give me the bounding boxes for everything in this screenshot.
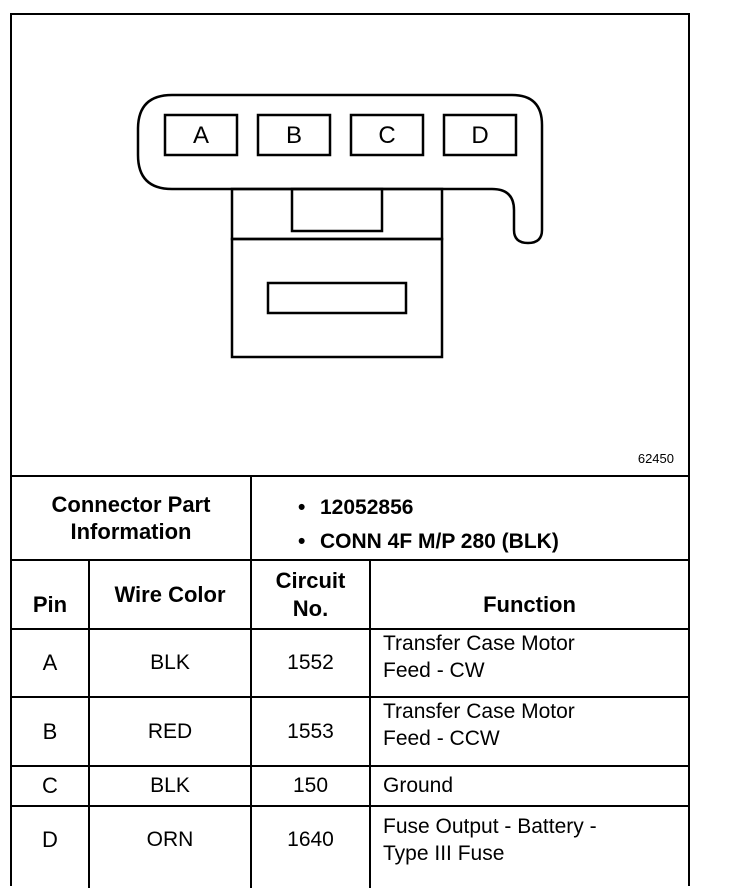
row-b-function: Transfer Case Motor Feed - CCW xyxy=(371,698,688,765)
header-circuit-line2: No. xyxy=(292,595,329,621)
row-a-pin: A xyxy=(42,650,58,675)
row-c-pin: C xyxy=(42,773,58,798)
rule-part-divider xyxy=(250,475,252,559)
row-a-circuit: 1552 xyxy=(287,651,334,674)
bullet-icon: • xyxy=(298,496,306,519)
row-c-wire-color: BLK xyxy=(150,774,190,797)
row-c-circuit: 150 xyxy=(292,774,329,797)
row-a-function-line1: Transfer Case Motor xyxy=(383,632,575,655)
connector-description: • CONN 4F M/P 280 (BLK) xyxy=(298,525,678,559)
row-b-pin: B xyxy=(42,718,58,744)
part-info-label-line1: Connector Part xyxy=(51,491,211,517)
connector-face-svg: A B C D xyxy=(136,93,544,359)
header-function: Function xyxy=(483,591,576,617)
rule-row-c xyxy=(12,805,688,807)
pin-cavity-a xyxy=(163,113,239,157)
row-b-circuit: 1553 xyxy=(287,719,334,743)
rule-col-color xyxy=(250,559,252,888)
part-info-label-line2: Information xyxy=(70,519,192,544)
row-d-circuit: 1640 xyxy=(287,828,334,851)
pin-cavity-c xyxy=(349,113,425,157)
rule-part-info xyxy=(12,559,688,561)
row-d-wire-color: ORN xyxy=(146,828,194,851)
header-wire-color: Wire Color xyxy=(114,581,226,607)
rule-top xyxy=(12,475,688,477)
row-d-function-line1: Fuse Output - Battery - xyxy=(383,815,597,838)
figure-number: 62450 xyxy=(637,451,674,466)
pin-cavities: A B C D xyxy=(163,113,518,157)
pin-cavity-label-a: A xyxy=(193,122,209,149)
row-b-function-line1: Transfer Case Motor xyxy=(383,700,575,723)
part-number-text: 12052856 xyxy=(320,496,414,519)
rule-row-b xyxy=(12,765,688,767)
rule-col-pin xyxy=(88,559,90,888)
header-pin: Pin xyxy=(32,591,68,617)
row-d-function: Fuse Output - Battery - Type III Fuse xyxy=(371,813,688,888)
part-info-list: • 12052856 • CONN 4F M/P 280 (BLK) xyxy=(298,491,678,559)
connector-drawing: A B C D 62450 xyxy=(12,15,688,477)
header-circuit-line1: Circuit xyxy=(275,568,346,593)
row-d-function-line2: Type III Fuse xyxy=(383,842,505,866)
part-info-label: Connector Part Information xyxy=(12,477,250,559)
row-a-function: Transfer Case Motor Feed - CW xyxy=(371,630,688,696)
connector-lower-body xyxy=(230,237,444,359)
pin-cavity-label-b: B xyxy=(286,122,302,149)
diagram-frame: A B C D 62450 Connector Part Information • 1… xyxy=(10,13,690,888)
rule-col-circuit xyxy=(369,559,371,888)
row-c-function: Ground xyxy=(383,774,454,798)
row-a-function-line2: Feed - CW xyxy=(383,659,485,683)
connector-slot xyxy=(266,281,408,315)
connector-housing-outline xyxy=(136,93,544,245)
pin-cavity-label-d: D xyxy=(471,122,488,149)
pin-cavity-d xyxy=(442,113,518,157)
row-a-wire-color: BLK xyxy=(150,651,190,674)
row-b-wire-color: RED xyxy=(147,719,193,743)
bullet-icon: • xyxy=(298,530,306,553)
part-number: • 12052856 xyxy=(298,491,678,525)
connector-lock-tab xyxy=(290,187,384,233)
pin-cavity-b xyxy=(256,113,332,157)
row-b-function-line2: Feed - CCW xyxy=(383,727,500,751)
connector-description-text: CONN 4F M/P 280 (BLK) xyxy=(320,530,559,553)
pin-cavity-label-c: C xyxy=(378,122,395,149)
row-d-pin: D xyxy=(42,827,58,852)
header-circuit-no: Circuit No. xyxy=(252,561,369,628)
rule-row-a xyxy=(12,696,688,698)
rule-header xyxy=(12,628,688,630)
